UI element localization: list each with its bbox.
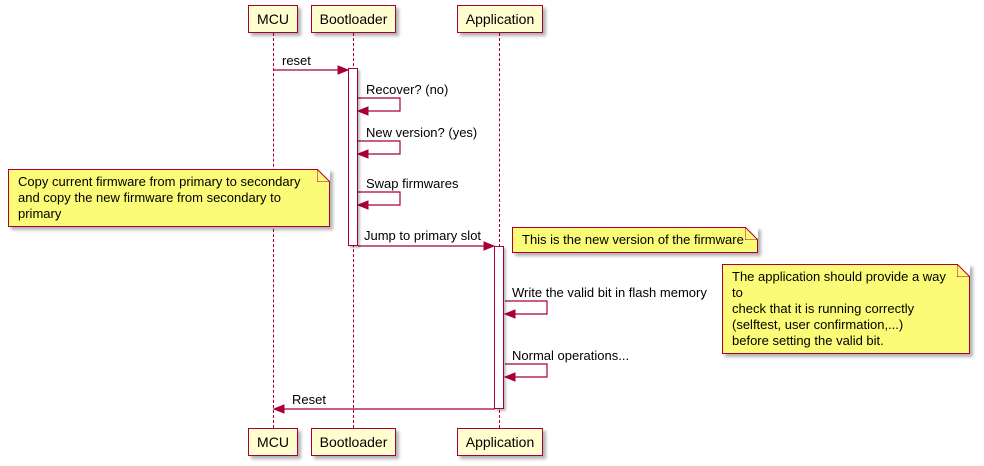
note-fold-icon — [957, 264, 970, 277]
note-line: before setting the valid bit. — [732, 333, 884, 348]
message-label-reset: reset — [282, 53, 311, 68]
activation-application — [494, 246, 504, 409]
participant-bootloader-top: Bootloader — [311, 5, 396, 33]
message-label-reset-return: Reset — [292, 392, 326, 407]
message-label-normal-operations: Normal operations... — [512, 348, 630, 363]
participant-application-bottom: Application — [457, 428, 543, 456]
note-line: The application should provide a way to — [732, 269, 946, 300]
note-line: Copy current firmware from primary to se… — [18, 174, 301, 189]
activation-bootloader — [348, 68, 358, 246]
participant-application-top: Application — [457, 5, 543, 33]
note-copy-firmware: Copy current firmware from primary to se… — [8, 169, 330, 227]
participant-mcu-top: MCU — [248, 5, 298, 33]
note-line: This is the new version of the firmware — [522, 232, 744, 247]
message-label-write-valid-bit: Write the valid bit in flash memory — [512, 285, 707, 300]
note-fold-icon — [317, 169, 330, 182]
message-label-new-version: New version? (yes) — [366, 125, 478, 140]
note-line: (selftest, user confirmation,...) — [732, 317, 904, 332]
lifeline-application — [499, 33, 500, 428]
note-new-version-firmware: This is the new version of the firmware — [512, 227, 758, 253]
message-label-recover: Recover? (no) — [366, 82, 449, 97]
note-fold-icon — [745, 227, 758, 240]
note-line: check that it is running correctly — [732, 301, 915, 316]
message-label-jump-primary-slot: Jump to primary slot — [364, 228, 482, 243]
participant-mcu-bottom: MCU — [248, 428, 298, 456]
participant-bootloader-bottom: Bootloader — [311, 428, 396, 456]
message-label-swap-firmwares: Swap firmwares — [366, 176, 459, 191]
note-line: and copy the new firmware from secondary… — [18, 190, 282, 221]
lifeline-mcu — [273, 33, 274, 428]
note-selftest-valid-bit: The application should provide a way to … — [722, 264, 970, 354]
